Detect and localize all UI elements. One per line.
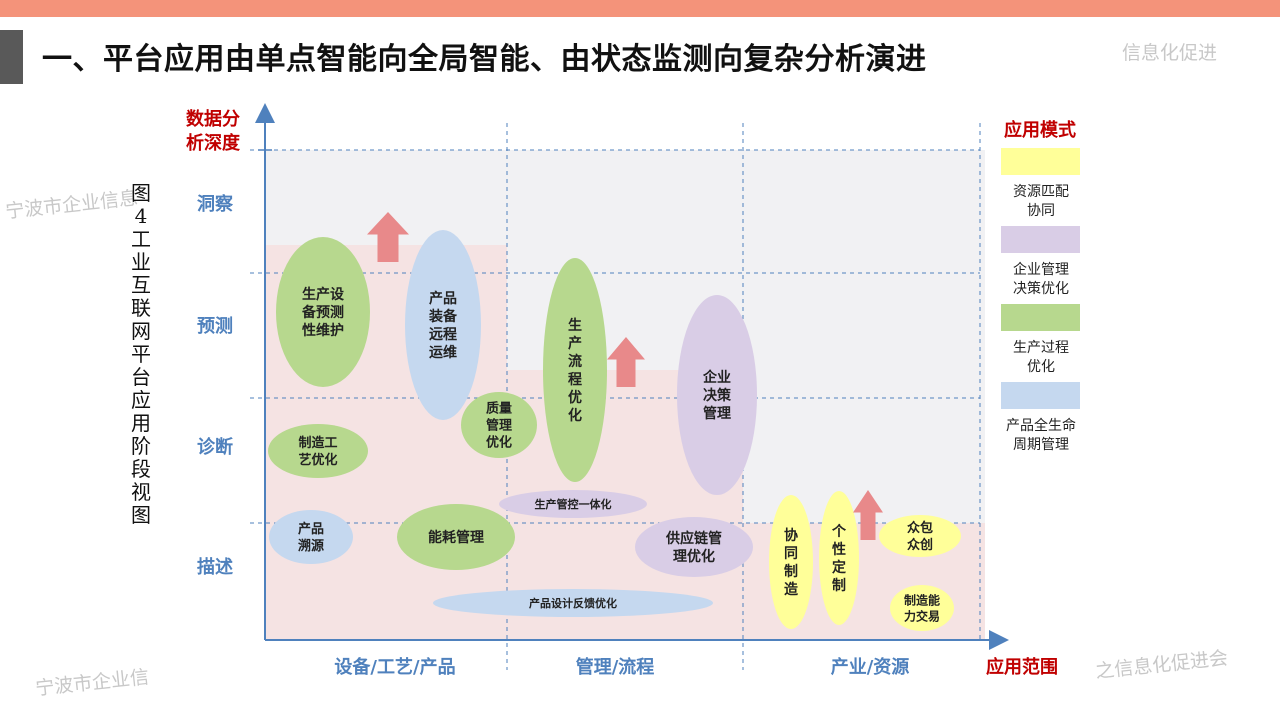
x-axis-title: 应用范围 [986, 656, 1058, 678]
x-category-label: 管理/流程 [576, 656, 655, 678]
bubble-label: 制造能力交易 [904, 592, 940, 623]
bubble [461, 392, 537, 458]
y-level-label: 描述 [197, 556, 233, 578]
bubble [769, 495, 813, 629]
bubble [268, 424, 368, 478]
bubble [819, 491, 859, 625]
y-level-label: 预测 [197, 315, 233, 337]
bubble-label: 产品设计反馈优化 [529, 596, 617, 610]
legend-label: 企业管理决策优化 [1013, 261, 1069, 297]
bubble-label: 产品装备远程运维 [428, 290, 458, 361]
bubble-label: 生产设备预测性维护 [301, 286, 345, 339]
legend-swatch [1001, 226, 1080, 253]
up-arrow [607, 337, 645, 387]
y-axis-title: 数据分析深度 [186, 108, 241, 154]
up-arrow [367, 212, 409, 262]
bubble-label: 生产流程优化 [568, 317, 582, 424]
watermark: 之信息化促进会 [1094, 647, 1229, 683]
page-title: 一、平台应用由单点智能向全局智能、由状态监测向复杂分析演进 [42, 42, 927, 77]
bubble-label: 生产管控一体化 [535, 497, 612, 511]
legend-title: 应用模式 [1004, 119, 1076, 141]
legend-label: 生产过程优化 [1013, 340, 1069, 375]
bubble [499, 490, 647, 518]
bubble-label: 能耗管理 [428, 529, 484, 546]
bubble-label: 众包众创 [907, 520, 933, 553]
watermark: 宁波市企业信 [34, 666, 151, 700]
up-arrow [853, 490, 883, 540]
bubble [890, 585, 954, 631]
bubble [543, 258, 607, 482]
bubble [397, 504, 515, 570]
bubble-label: 产品溯源 [298, 521, 324, 554]
x-category-label: 设备/工艺/产品 [334, 656, 455, 678]
top-accent-bar [0, 0, 1280, 17]
bubble [635, 517, 753, 577]
bubble-label: 协同制造 [784, 527, 798, 598]
bubble [879, 515, 961, 557]
legend-swatch [1001, 148, 1080, 175]
legend-swatch [1001, 382, 1080, 409]
watermark: 宁波市企业信息 [4, 187, 139, 223]
x-category-label: 产业/资源 [831, 656, 910, 678]
bubble-label: 个性定制 [831, 523, 847, 594]
watermark: 信息化促进 [1122, 42, 1218, 64]
bubble [405, 230, 481, 420]
bubble-label: 制造工艺优化 [298, 435, 337, 468]
bubble-label: 供应链管理优化 [665, 530, 722, 565]
title-marker [0, 30, 23, 84]
bubble [433, 589, 713, 617]
legend-label: 产品全生命周期管理 [1006, 417, 1076, 453]
bubble-label: 质量管理优化 [486, 401, 512, 451]
bubble [269, 510, 353, 564]
legend-swatch [1001, 304, 1080, 331]
y-level-label: 诊断 [197, 436, 233, 458]
legend-label: 资源匹配协同 [1013, 184, 1069, 219]
y-level-label: 洞察 [197, 193, 234, 215]
bubble [276, 237, 370, 387]
bubble [677, 295, 757, 495]
bubble-label: 企业决策管理 [702, 369, 732, 422]
